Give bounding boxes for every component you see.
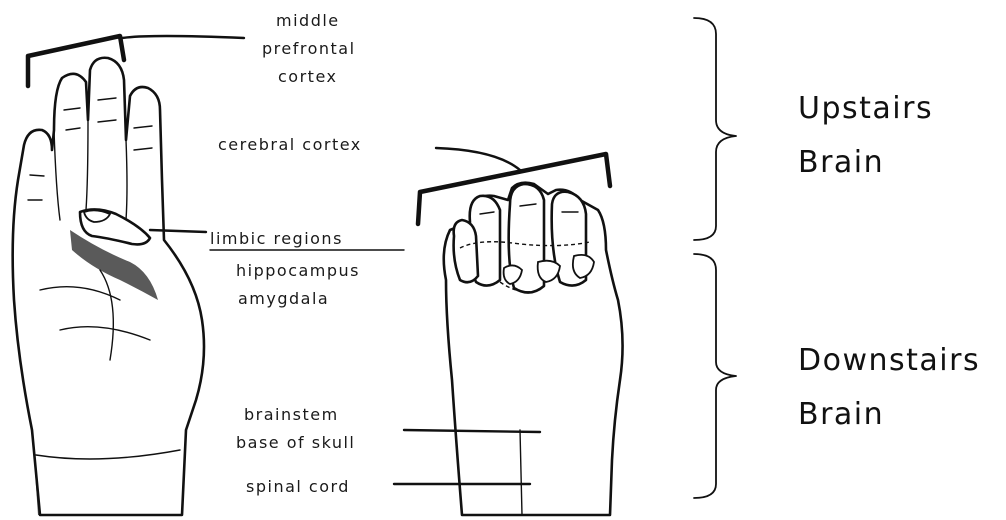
label-cortex: cortex bbox=[278, 67, 337, 86]
upstairs-brain-label: Brain bbox=[798, 145, 884, 180]
label-brainstem: brainstem bbox=[244, 405, 339, 424]
label-limbic-regions: limbic regions bbox=[210, 229, 343, 248]
open-hand-illustration bbox=[13, 58, 204, 515]
label-middle: middle bbox=[276, 11, 340, 30]
label-hippocampus: hippocampus bbox=[236, 261, 360, 280]
upstairs-brace bbox=[694, 18, 736, 240]
label-base-of-skull: base of skull bbox=[236, 433, 355, 452]
label-cerebral-cortex: cerebral cortex bbox=[218, 135, 362, 154]
label-prefrontal: prefrontal bbox=[262, 39, 356, 58]
label-amygdala: amygdala bbox=[238, 289, 329, 308]
upstairs-label: Upstairs bbox=[798, 91, 933, 126]
downstairs-brain-label: Brain bbox=[798, 397, 884, 432]
fist-illustration bbox=[444, 183, 623, 515]
label-spinal-cord: spinal cord bbox=[246, 477, 350, 496]
downstairs-label: Downstairs bbox=[798, 343, 980, 378]
downstairs-brace bbox=[694, 254, 736, 498]
